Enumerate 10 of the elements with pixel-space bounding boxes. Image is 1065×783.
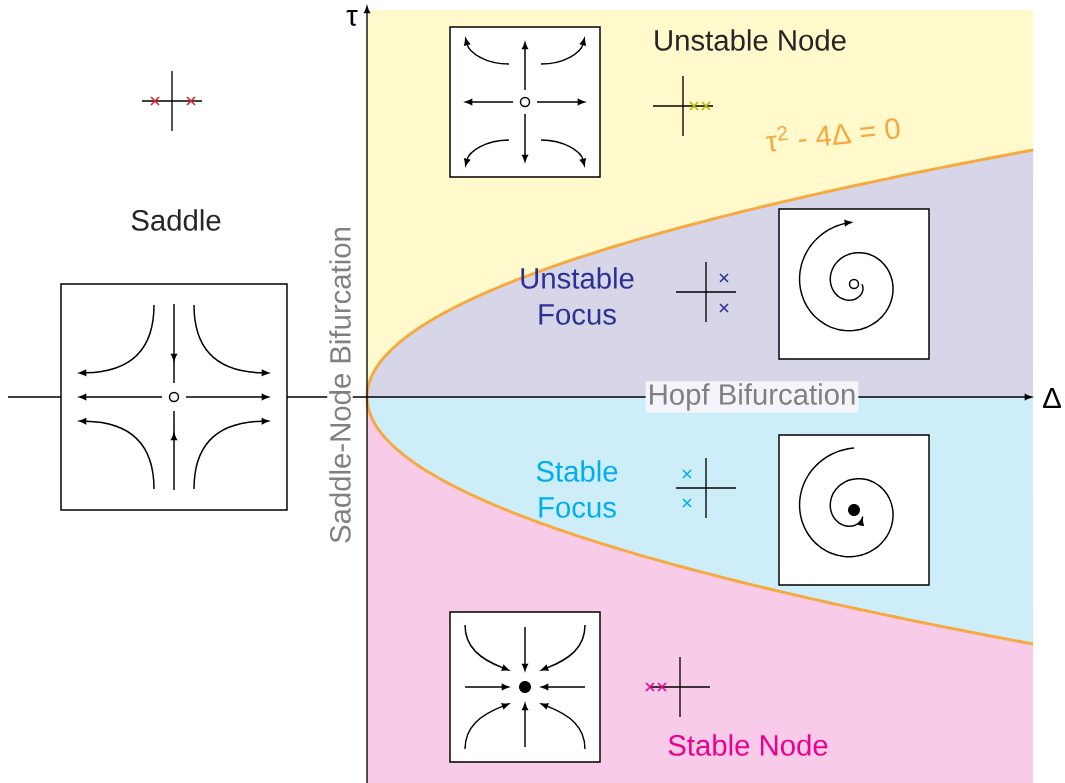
region-label: Saddle (131, 209, 221, 231)
axis-label: τ (346, 10, 358, 26)
bifurcation-label: Saddle-Node Bifurcation (327, 224, 353, 546)
bifurcation-label: Hopf Bifurcation (645, 381, 859, 413)
region-label: Unstable Node (655, 29, 846, 51)
curve-equation: τ$^{2}$ - 4Δ = 0 (765, 118, 900, 152)
region-label: Stable Focus (536, 460, 618, 518)
region-label: Stable Node (668, 734, 828, 756)
axis-label: Δ (1043, 387, 1061, 409)
region-label: Unstable Focus (521, 267, 634, 325)
